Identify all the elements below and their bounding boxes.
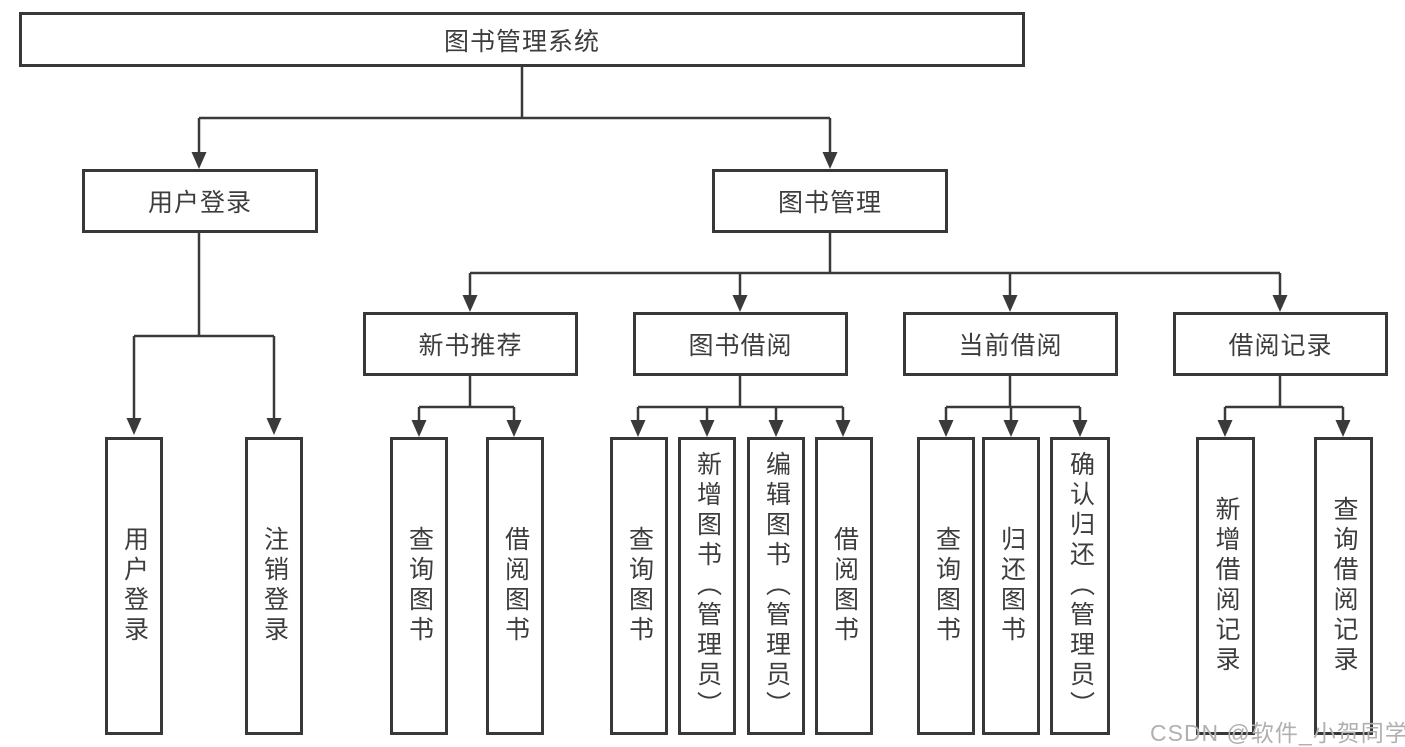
node-new-book-recommend: 新书推荐	[363, 312, 578, 376]
leaf-add-book-admin: 新增图书（管理员）	[678, 437, 736, 735]
leaf-confirm-return-admin: 确认归还（管理员）	[1050, 437, 1110, 735]
connector-borrow-records	[1217, 376, 1351, 437]
watermark: CSDN @软件_小贺同学	[1150, 720, 1405, 746]
leaf-query-books-current: 查询图书	[917, 437, 975, 735]
connector-book-to-level3	[462, 233, 1288, 312]
leaf-logout-login: 注销登录	[245, 437, 303, 735]
node-borrow-records: 借阅记录	[1173, 312, 1388, 376]
leaf-user-login: 用户登录	[105, 437, 163, 735]
leaf-query-books-recommend: 查询图书	[390, 437, 448, 735]
node-current-borrow: 当前借阅	[903, 312, 1118, 376]
node-root-system: 图书管理系统	[19, 12, 1025, 67]
connector-new-book-recommend	[411, 376, 522, 437]
connector-root-to-level2	[191, 67, 838, 169]
node-user-login-branch: 用户登录	[82, 169, 318, 233]
connector-current-borrow	[938, 376, 1088, 437]
node-book-management-branch: 图书管理	[712, 169, 948, 233]
leaf-add-borrow-record: 新增借阅记录	[1196, 437, 1255, 735]
leaf-query-books-borrow: 查询图书	[610, 437, 668, 735]
connector-book-borrow	[630, 376, 851, 437]
connector-user-branch	[126, 233, 282, 435]
leaf-edit-book-admin: 编辑图书（管理员）	[747, 437, 805, 735]
leaf-query-borrow-record: 查询借阅记录	[1314, 437, 1373, 735]
leaf-borrow-books-recommend: 借阅图书	[486, 437, 544, 735]
leaf-borrow-books: 借阅图书	[815, 437, 873, 735]
leaf-return-book: 归还图书	[982, 437, 1040, 735]
node-book-borrow: 图书借阅	[633, 312, 848, 376]
